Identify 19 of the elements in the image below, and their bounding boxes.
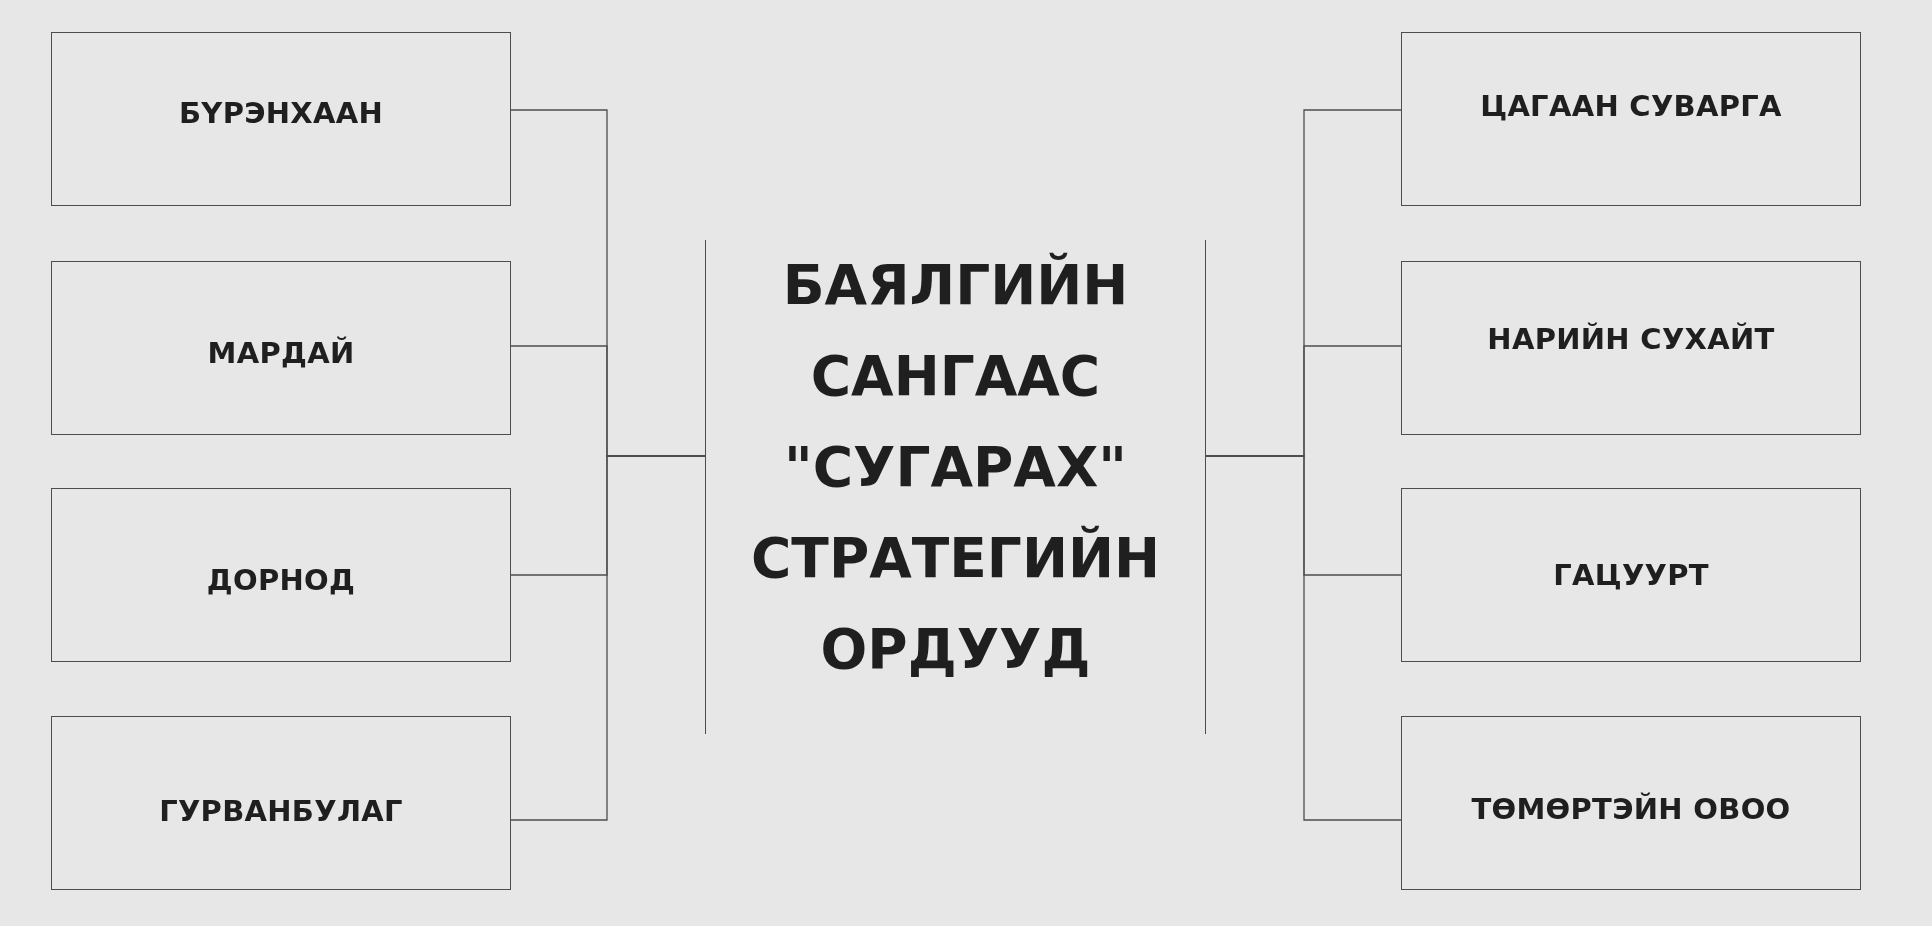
- central-panel: [705, 240, 1206, 734]
- outlined-box: [51, 261, 511, 435]
- outlined-box: [51, 488, 511, 662]
- outlined-box: [51, 716, 511, 890]
- outlined-box: [1401, 716, 1861, 890]
- outlined-box: [1401, 32, 1861, 206]
- central-heading: БАЯЛГИЙН САНГААС "СУГАРАХ" СТРАТЕГИЙН ОРДУУД: [750, 251, 1161, 683]
- box-label: НАРИЙН СУХАЙТ: [1487, 322, 1775, 356]
- outlined-box: [51, 32, 511, 206]
- box-label: ДОРНОД: [206, 563, 356, 597]
- box-label: ГАЦУУРТ: [1553, 558, 1709, 592]
- box-label: ТӨМӨРТЭЙН ОВОО: [1471, 792, 1791, 826]
- box-label: ГУРВАНБУЛАГ: [159, 794, 403, 828]
- connector-line: [1205, 455, 1402, 821]
- box-label: ЦАГААН СУВАРГА: [1480, 89, 1782, 123]
- outlined-box: [1401, 488, 1861, 662]
- outlined-box: [1401, 261, 1861, 435]
- box-label: БҮРЭНХААН: [178, 96, 384, 130]
- box-label: МАРДАЙ: [207, 336, 355, 370]
